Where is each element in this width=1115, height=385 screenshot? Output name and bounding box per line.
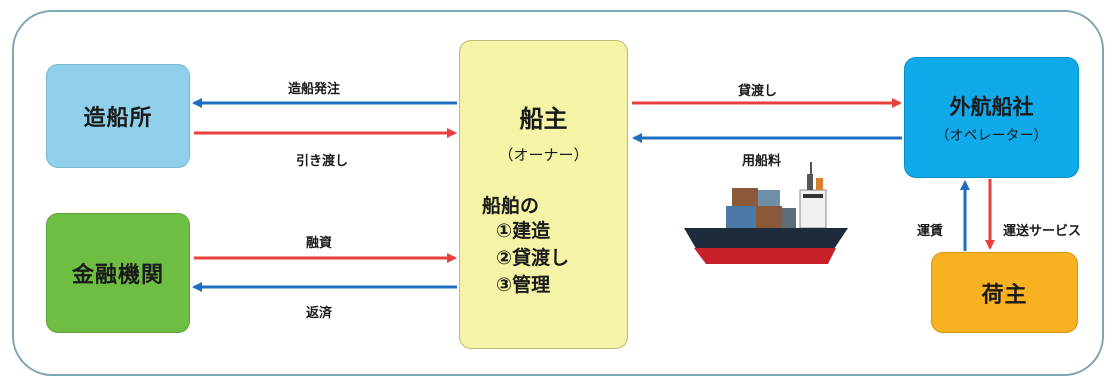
operator-node: 外航船社 （オペレーター）: [904, 57, 1079, 178]
label-financing: 融資: [306, 236, 333, 251]
label-shipbuilding-order: 造船発注: [288, 82, 341, 97]
duty-item-manage: ③管理: [496, 274, 551, 296]
shipowner-node: 船主 （オーナー） 船舶の ①建造 ②貸渡し ③管理: [459, 40, 628, 349]
cargo-owner-node: 荷主: [931, 252, 1078, 333]
financial-institution-label: 金融機関: [71, 263, 164, 288]
financial-institution-node: 金融機関: [46, 213, 190, 333]
duties-heading: 船舶の: [482, 195, 540, 217]
duty-item-build: ①建造: [496, 220, 551, 242]
shipyard-node: 造船所: [46, 64, 190, 168]
label-chartering-out: 貸渡し: [738, 84, 778, 99]
shipowner-subtitle: （オーナー）: [498, 146, 589, 164]
operator-title: 外航船社: [949, 94, 1034, 119]
duty-item-charter: ②貸渡し: [496, 247, 570, 269]
shipowner-duties: 船舶の ①建造 ②貸渡し ③管理: [482, 191, 569, 299]
shipyard-label: 造船所: [83, 106, 153, 131]
label-charter-fee: 用船料: [742, 154, 782, 169]
cargo-owner-label: 荷主: [981, 282, 1028, 308]
label-freight: 運賃: [917, 224, 944, 239]
label-repayment: 返済: [306, 306, 333, 321]
label-transport-service: 運送サービス: [1003, 224, 1082, 239]
diagram-frame: [12, 10, 1104, 376]
label-delivery: 引き渡し: [296, 154, 349, 169]
shipowner-title: 船主: [519, 105, 568, 133]
operator-subtitle: （オペレーター）: [935, 127, 1048, 144]
cargo-ship-icon: [684, 162, 848, 264]
